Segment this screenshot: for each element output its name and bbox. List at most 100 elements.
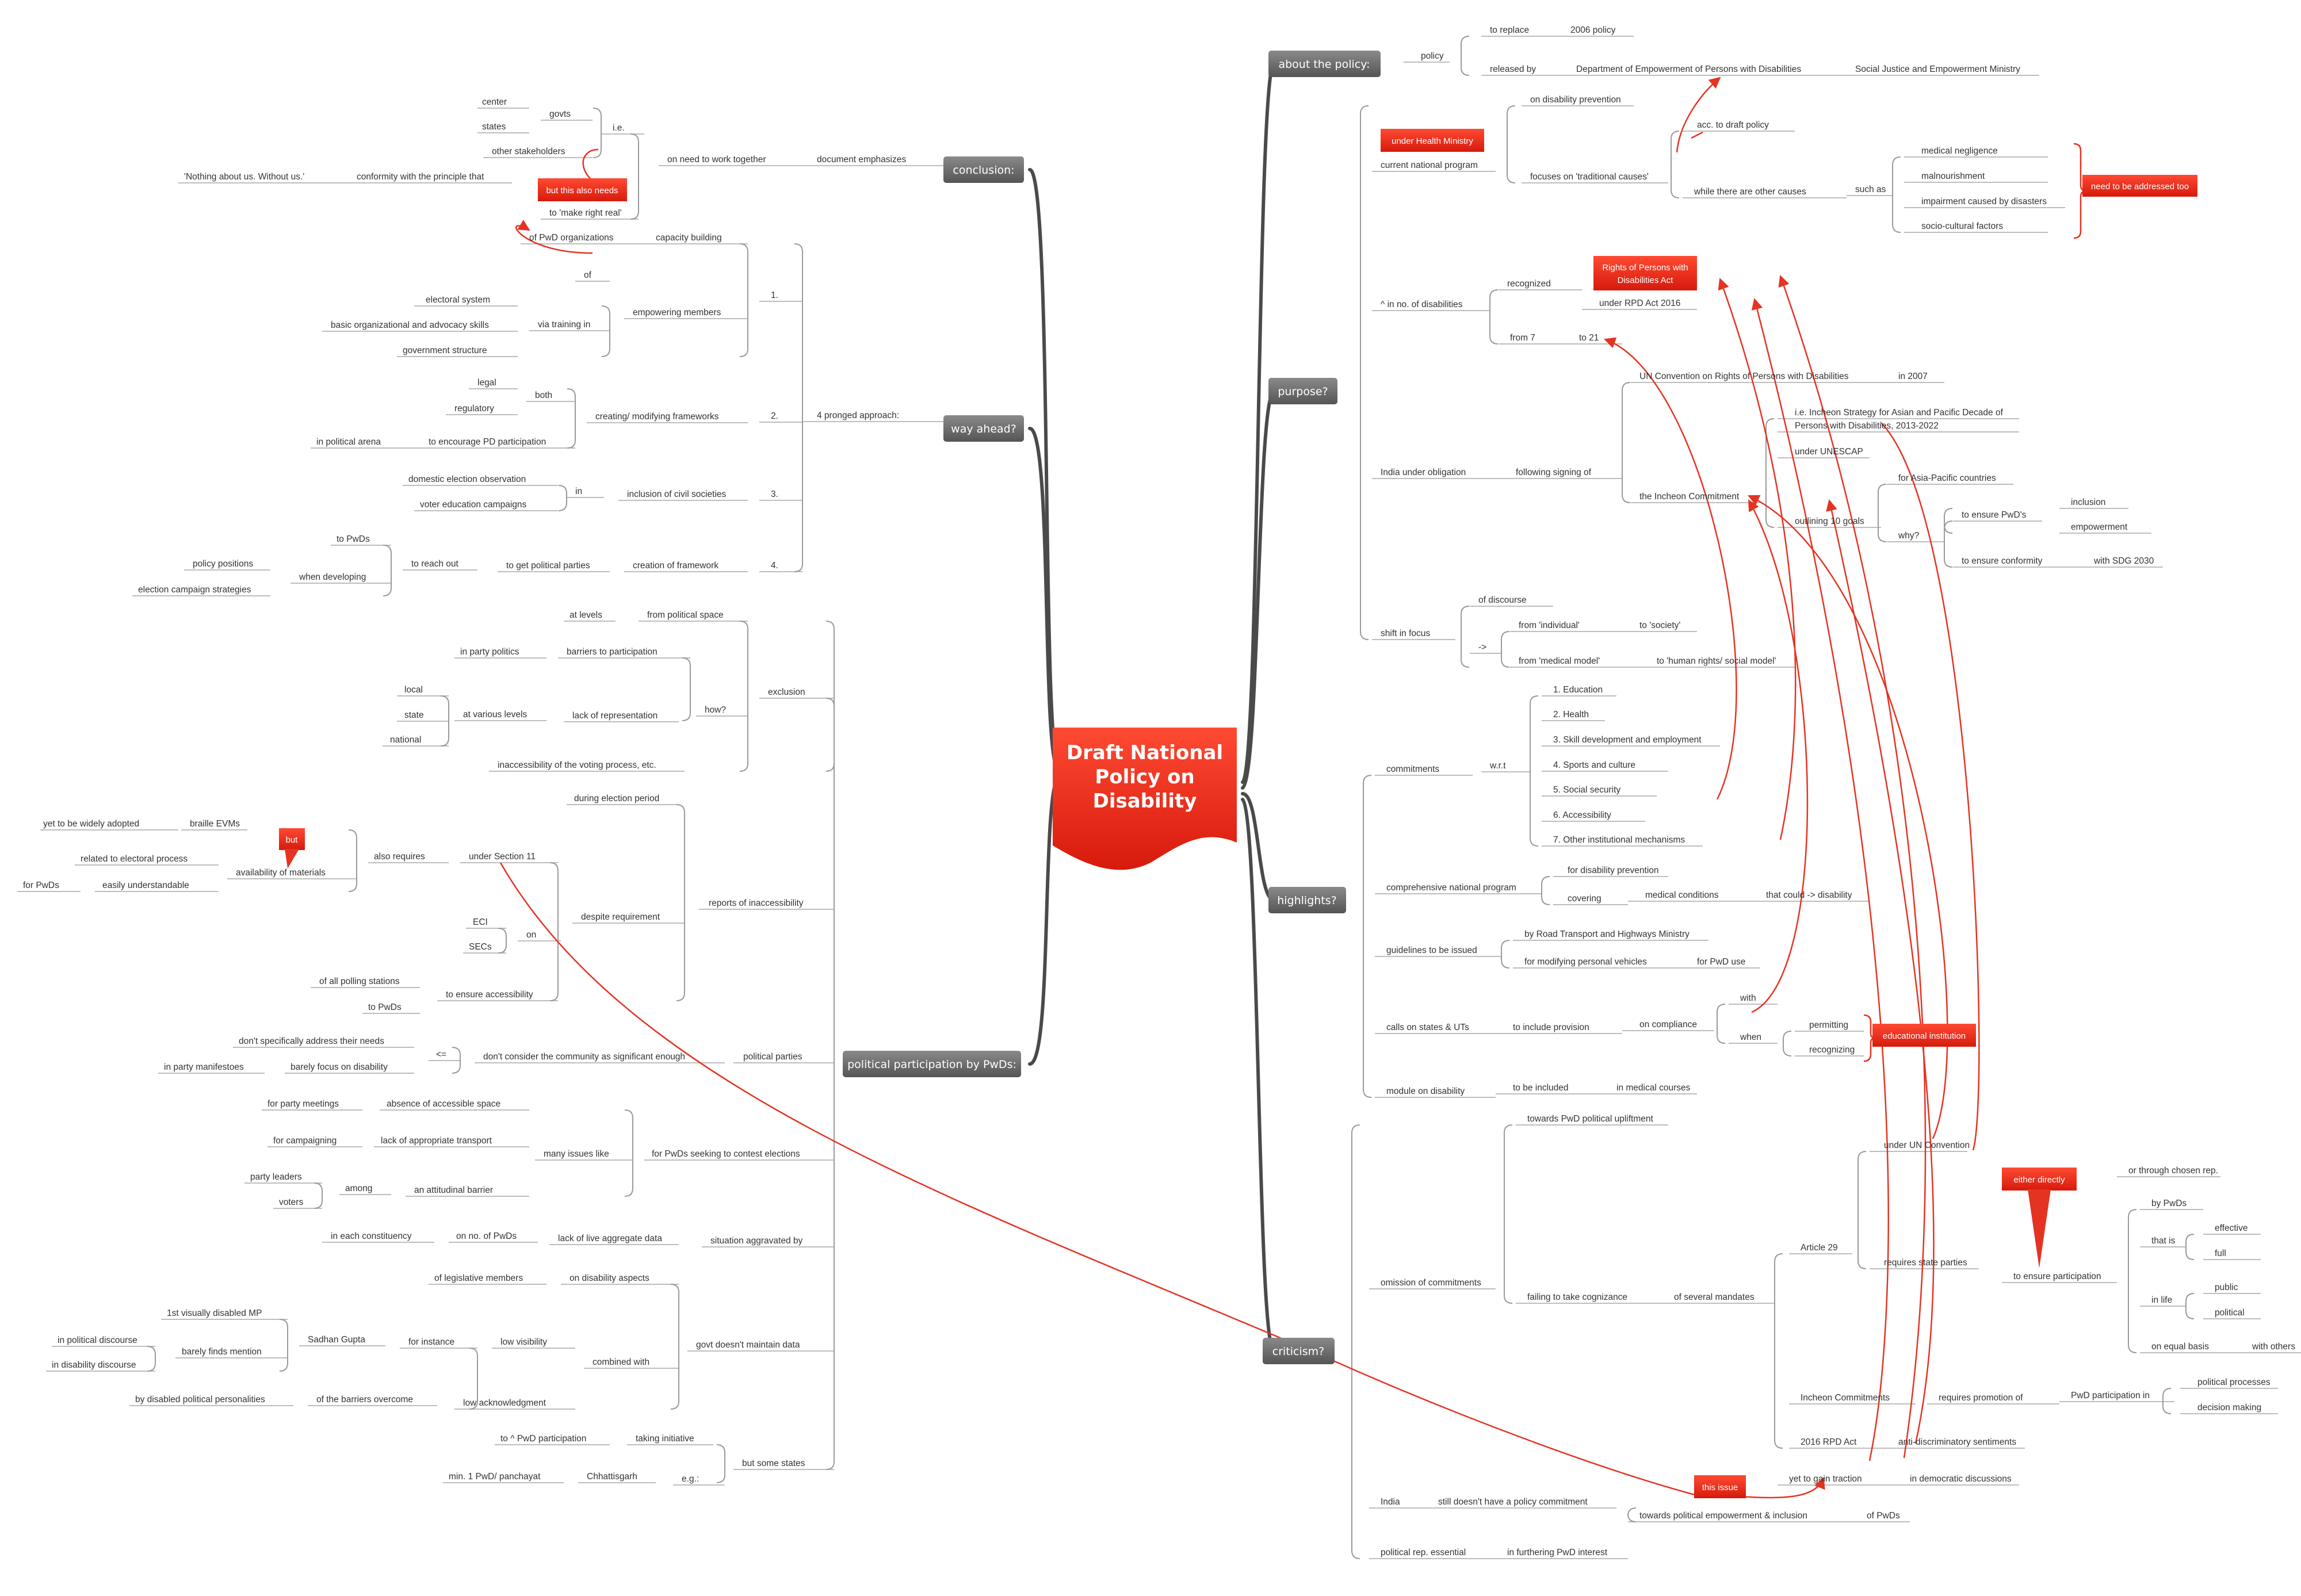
node-conclusion-need-work[interactable]: on need to work together xyxy=(667,155,766,164)
node-political-some-states[interactable]: but some states xyxy=(742,1459,805,1468)
node-criticism-pol-proc[interactable]: political processes xyxy=(2197,1377,2271,1387)
node-political-party-politics[interactable]: in party politics xyxy=(460,647,519,657)
node-highlights-courses[interactable]: in medical courses xyxy=(1616,1083,1691,1093)
node-political-party-meetings[interactable]: for party meetings xyxy=(267,1099,339,1109)
topic-highlights[interactable] xyxy=(1268,887,1346,913)
topic-political-participation[interactable] xyxy=(843,1051,1021,1077)
node-political-dis-discourse[interactable]: in disability discourse xyxy=(52,1360,136,1370)
node-purpose-conformity[interactable]: to ensure conformity xyxy=(1962,556,2043,566)
node-about-policy[interactable]: policy xyxy=(1421,51,1444,61)
node-way-ahead-civil[interactable]: inclusion of civil societies xyxy=(627,489,727,499)
node-way-ahead-domestic[interactable]: domestic election observation xyxy=(408,474,526,484)
node-political-no-pwds[interactable]: on no. of PwDs xyxy=(456,1231,517,1241)
node-highlights-compliance[interactable]: on compliance xyxy=(1639,1020,1697,1029)
node-political-low-vis[interactable]: low visibility xyxy=(500,1337,547,1347)
node-way-ahead-in[interactable]: in xyxy=(575,487,582,496)
node-criticism-mandates[interactable]: of several mandates xyxy=(1674,1292,1755,1302)
node-highlights-wrt[interactable]: w.r.t xyxy=(1489,761,1506,771)
node-political-how[interactable]: how? xyxy=(705,705,726,715)
node-political-ensure-access[interactable]: to ensure accessibility xyxy=(446,990,533,1000)
node-criticism-under-unc[interactable]: under UN Convention xyxy=(1884,1140,1970,1150)
node-highlights-provision[interactable]: to include provision xyxy=(1513,1023,1589,1032)
node-highlights-could[interactable]: that could -> disability xyxy=(1766,890,1852,900)
node-way-ahead-arena[interactable]: in political arena xyxy=(316,437,381,447)
node-political-lt[interactable]: <= xyxy=(436,1050,446,1059)
node-political-many-issues[interactable]: many issues like xyxy=(544,1149,609,1159)
node-political-despite[interactable]: despite requirement xyxy=(581,912,660,922)
node-highlights-with[interactable]: with xyxy=(1740,993,1756,1003)
node-political-lack-rep[interactable]: lack of representation xyxy=(572,711,658,721)
node-way-ahead-get-parties[interactable]: to get political parties xyxy=(506,561,590,571)
node-political-eg[interactable]: e.g.: xyxy=(682,1474,699,1484)
node-political-dont-consider[interactable]: don't consider the community as signific… xyxy=(483,1052,685,1062)
node-purpose-recognized[interactable]: recognized xyxy=(1507,279,1551,289)
node-criticism-no-commit[interactable]: still doesn't have a policy commitment xyxy=(1438,1497,1588,1507)
node-criticism-furthering[interactable]: in furthering PwD interest xyxy=(1507,1548,1608,1557)
node-political-section11[interactable]: under Section 11 xyxy=(469,852,536,862)
node-purpose-ie-incheon-1[interactable]: Persons with Disabilities, 2013-2022 xyxy=(1795,421,1939,431)
node-highlights-pwd-use[interactable]: for PwD use xyxy=(1697,957,1745,967)
node-way-ahead-reach[interactable]: to reach out xyxy=(411,559,459,569)
node-political-manifestoes[interactable]: in party manifestoes xyxy=(164,1062,244,1072)
node-highlights-items-1[interactable]: 2. Health xyxy=(1553,710,1589,719)
node-political-pol-discourse[interactable]: in political discourse xyxy=(58,1335,137,1345)
node-purpose-hr[interactable]: to 'human rights/ social model' xyxy=(1657,656,1776,666)
node-highlights-commitments[interactable]: commitments xyxy=(1386,764,1439,774)
node-purpose-medical[interactable]: from 'medical model' xyxy=(1519,656,1600,666)
callout-under-health[interactable] xyxy=(1381,129,1484,152)
node-political-eci[interactable]: ECI xyxy=(473,917,488,927)
node-political-low-ack[interactable]: low acknowledgment xyxy=(463,1398,546,1408)
node-criticism-pol-rep[interactable]: political rep. essential xyxy=(1381,1548,1466,1557)
callout-need-addressed[interactable] xyxy=(2082,175,2197,197)
node-way-ahead-of[interactable]: of xyxy=(584,270,592,280)
node-conclusion-govts[interactable]: govts xyxy=(549,109,571,119)
node-political-parties[interactable]: political parties xyxy=(743,1052,802,1062)
node-highlights-road[interactable]: by Road Transport and Highways Ministry xyxy=(1524,929,1690,939)
node-highlights-vehicles[interactable]: for modifying personal vehicles xyxy=(1524,957,1647,967)
node-purpose-to21[interactable]: to 21 xyxy=(1579,333,1599,343)
node-political-availability[interactable]: availability of materials xyxy=(236,868,326,878)
node-highlights-module[interactable]: module on disability xyxy=(1386,1086,1465,1096)
node-political-overcome[interactable]: of the barriers overcome xyxy=(316,1395,413,1404)
node-criticism-others[interactable]: with others xyxy=(2252,1342,2295,1352)
node-political-secs[interactable]: SECs xyxy=(469,942,492,952)
node-highlights-covering[interactable]: covering xyxy=(1568,894,1601,904)
node-political-related[interactable]: related to electoral process xyxy=(81,854,188,864)
node-way-ahead-basic[interactable]: basic organizational and advocacy skills xyxy=(331,320,489,330)
node-highlights-recognizing[interactable]: recognizing xyxy=(1809,1045,1855,1055)
node-political-by-disabled[interactable]: by disabled political personalities xyxy=(135,1395,265,1404)
node-way-ahead-positions[interactable]: policy positions xyxy=(193,559,253,569)
topic-criticism[interactable] xyxy=(1263,1338,1335,1364)
node-highlights-when[interactable]: when xyxy=(1740,1032,1761,1042)
node-way-ahead-voter[interactable]: voter education campaigns xyxy=(420,500,527,510)
node-political-taking[interactable]: taking initiative xyxy=(636,1434,694,1444)
node-highlights-items-6[interactable]: 7. Other institutional mechanisms xyxy=(1553,835,1685,845)
node-political-for-instance[interactable]: for instance xyxy=(408,1337,454,1347)
node-way-ahead-n2[interactable]: 2. xyxy=(771,411,778,421)
node-purpose-empowerment[interactable]: empowerment xyxy=(2071,522,2128,532)
node-about-to-replace[interactable]: to replace xyxy=(1490,25,1529,35)
node-conclusion-center[interactable]: center xyxy=(482,97,507,107)
node-highlights-comprehensive[interactable]: comprehensive national program xyxy=(1386,883,1516,893)
node-political-sadhan[interactable]: Sadhan Gupta xyxy=(308,1335,365,1345)
node-political-exclusion[interactable]: exclusion xyxy=(768,687,805,697)
node-criticism-omission[interactable]: omission of commitments xyxy=(1381,1278,1481,1288)
node-purpose-current-program[interactable]: current national program xyxy=(1381,160,1478,170)
node-purpose-from7[interactable]: from 7 xyxy=(1510,333,1535,343)
callout-but-also-needs[interactable] xyxy=(538,178,627,201)
node-way-ahead-via[interactable]: via training in xyxy=(538,320,590,330)
node-way-ahead-legal[interactable]: legal xyxy=(477,378,496,388)
callout-educational-institution[interactable] xyxy=(1872,1024,1976,1047)
node-criticism-requires[interactable]: requires state parties xyxy=(1884,1258,1967,1268)
node-political-barriers[interactable]: barriers to participation xyxy=(567,647,658,657)
node-political-combined[interactable]: combined with xyxy=(593,1357,649,1367)
node-purpose-malnourishment[interactable]: malnourishment xyxy=(1921,171,1985,181)
node-purpose-socio[interactable]: socio-cultural factors xyxy=(1921,221,2003,231)
node-purpose-unescap[interactable]: under UNESCAP xyxy=(1795,447,1863,457)
node-criticism-yet[interactable]: yet to gain traction xyxy=(1789,1474,1862,1484)
node-purpose-incheon[interactable]: the Incheon Commitment xyxy=(1639,492,1740,502)
node-purpose-discourse[interactable]: of discourse xyxy=(1478,595,1527,605)
node-conclusion-states[interactable]: states xyxy=(482,122,506,132)
node-way-ahead-n3[interactable]: 3. xyxy=(771,489,778,499)
node-political-disability-aspects[interactable]: on disability aspects xyxy=(569,1273,649,1283)
